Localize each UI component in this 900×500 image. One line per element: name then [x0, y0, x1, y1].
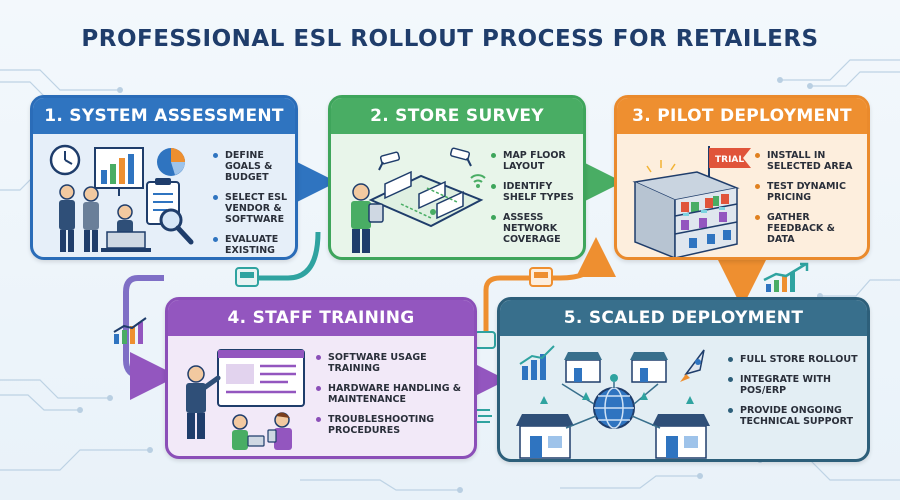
pilot-illustration: TRIAL: [632, 146, 751, 257]
security-camera-icon: [378, 147, 472, 171]
bullet-item: TROUBLESHOOTING PROCEDURES: [316, 414, 466, 436]
shelf-with-labels-icon: [632, 160, 740, 257]
bullet-item: FULL STORE ROLLOUT: [728, 354, 867, 365]
training-illustration: [186, 349, 305, 450]
trainer-icon: [186, 365, 221, 439]
bullet-item: SELECT ESL VENDOR & SOFTWARE: [213, 192, 295, 225]
growth-chart-icon: [519, 345, 555, 380]
bullet-item: GATHER FEEDBACK & DATA: [755, 212, 865, 245]
step-card-system-assessment: 1. SYSTEM ASSESSMENT: [30, 95, 298, 260]
bullet-item: EVALUATE EXISTING INFRASTRUCTURE: [213, 234, 295, 257]
step-title: 2. STORE SURVEY: [331, 98, 583, 134]
rocket-icon: [680, 349, 705, 382]
step-bullets: MAP FLOOR LAYOUT IDENTIFY SHELF TYPES AS…: [491, 150, 583, 254]
step-card-scaled-deployment: 5. SCALED DEPLOYMENT: [497, 297, 870, 462]
bullet-item: INTEGRATE WITH POS/ERP: [728, 374, 867, 396]
scaled-deployment-illustration: [516, 345, 710, 459]
step-title: 1. SYSTEM ASSESSMENT: [33, 98, 295, 134]
training-screen-icon: [217, 349, 305, 407]
laptop-user-icon: [101, 204, 151, 252]
step-bullets: SOFTWARE USAGE TRAINING HARDWARE HANDLIN…: [316, 352, 466, 445]
bullet-item: ASSESS NETWORK COVERAGE: [491, 212, 583, 245]
bullet-item: IDENTIFY SHELF TYPES: [491, 181, 583, 203]
step-card-staff-training: 4. STAFF TRAINING: [165, 297, 477, 459]
bullet-item: TEST DYNAMIC PRICING: [755, 181, 865, 203]
trainees-icon: [232, 412, 292, 450]
esl-tag-icon: [474, 331, 496, 349]
bullet-item: MAP FLOOR LAYOUT: [491, 150, 583, 172]
magnifier-icon: [159, 208, 194, 245]
globe-network-icon: [561, 374, 661, 429]
pie-chart-icon: [157, 148, 185, 176]
bullet-item: HARDWARE HANDLING & MAINTENANCE: [316, 383, 466, 405]
assessment-illustration: [49, 144, 194, 252]
page-title: PROFESSIONAL ESL ROLLOUT PROCESS FOR RET…: [81, 26, 819, 52]
step-title: 5. SCALED DEPLOYMENT: [500, 300, 867, 336]
step-card-pilot-deployment: 3. PILOT DEPLOYMENT TRIAL INSTAL: [614, 95, 870, 260]
floor-plan-icon: [368, 170, 484, 228]
people-icon: [59, 184, 99, 252]
bullet-item: PROVIDE ONGOING TECHNICAL SUPPORT: [728, 405, 867, 427]
presentation-board-icon: [94, 147, 144, 196]
step-title: 3. PILOT DEPLOYMENT: [617, 98, 867, 134]
trial-flag-label: TRIAL: [715, 155, 744, 165]
step-title: 4. STAFF TRAINING: [168, 300, 474, 336]
store-icon: [516, 352, 710, 459]
survey-illustration: [351, 147, 486, 253]
bullet-item: SOFTWARE USAGE TRAINING: [316, 352, 466, 374]
arrow-step2-feedback: [250, 231, 321, 281]
step-bullets: INSTALL IN SELECTED AREA TEST DYNAMIC PR…: [755, 150, 865, 254]
tablet-user-icon: [351, 183, 384, 253]
step-bullets: DEFINE GOALS & BUDGET SELECT ESL VENDOR …: [213, 150, 295, 257]
step-bullets: FULL STORE ROLLOUT INTEGRATE WITH POS/ER…: [728, 354, 867, 436]
wifi-icon: [470, 174, 486, 188]
bullet-item: INSTALL IN SELECTED AREA: [755, 150, 865, 172]
growth-chart-icon: [763, 262, 809, 292]
growth-chart-icon: [113, 317, 147, 344]
bullet-item: DEFINE GOALS & BUDGET: [213, 150, 295, 183]
step-card-store-survey: 2. STORE SURVEY: [328, 95, 586, 260]
clock-icon: [49, 144, 81, 176]
